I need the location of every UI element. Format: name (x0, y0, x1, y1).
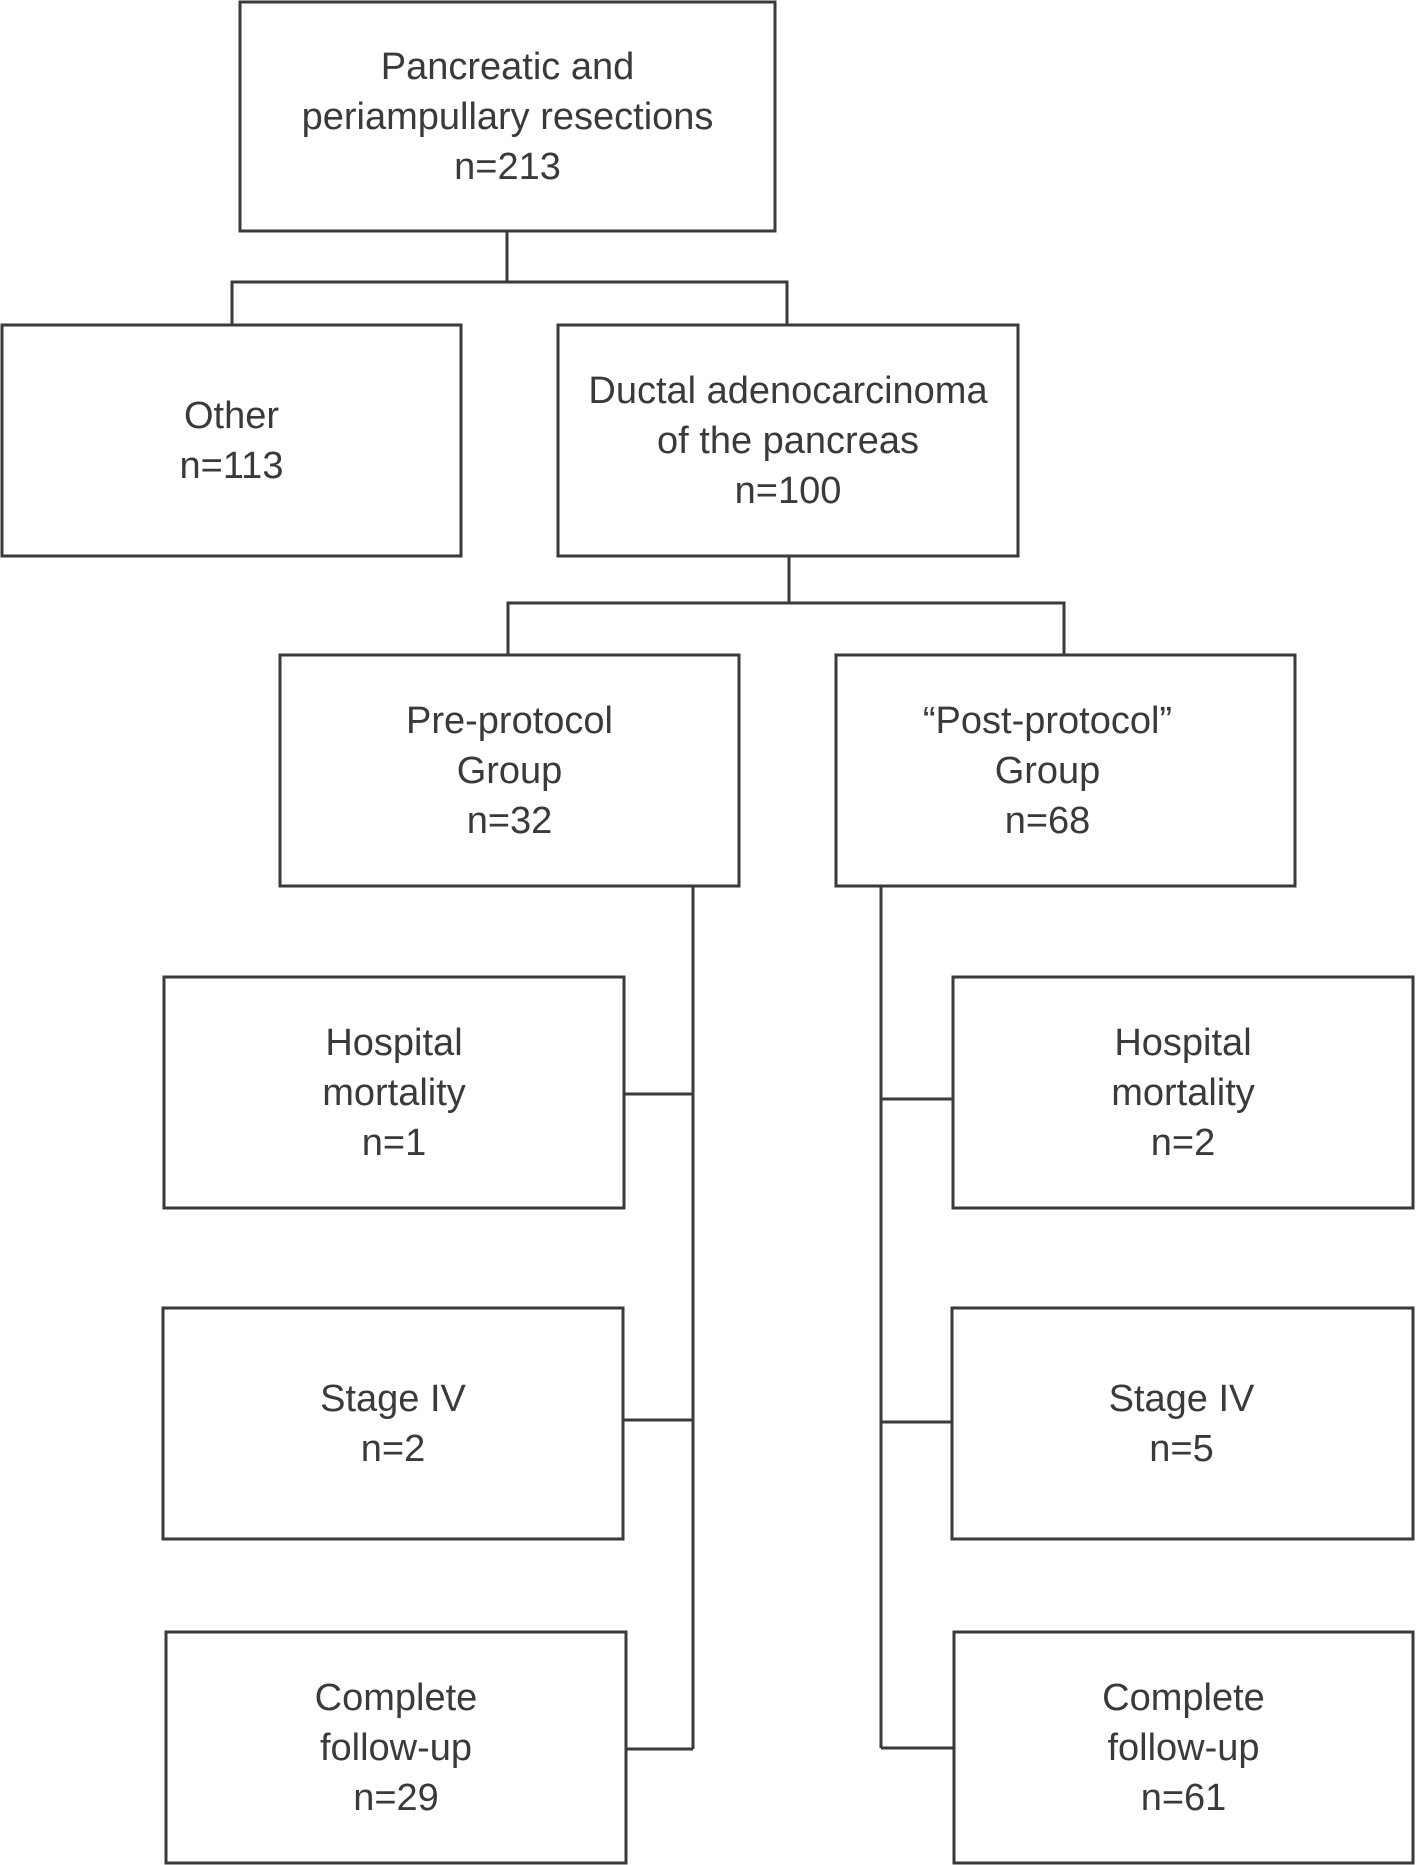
node-post-stage-line-1: Stage IV (1109, 1378, 1255, 1420)
node-pre-group-line-1: Pre-protocol (406, 700, 613, 742)
node-post-mortality-line-1: Hospital (1114, 1022, 1251, 1064)
node-root-line-2: periampullary resections (302, 96, 714, 138)
node-pre-followup-line-3: n=29 (353, 1777, 439, 1819)
node-post-group-line-3: n=68 (1005, 800, 1091, 842)
node-pre-group-line-2: Group (457, 750, 563, 792)
connector-ductal-branches (506, 601, 1066, 654)
node-post-group: “Post-protocol” Group n=68 (834, 653, 1297, 888)
node-root: Pancreatic and periampullary resections … (238, 0, 777, 233)
node-post-followup: Complete follow-up n=61 (952, 1630, 1415, 1865)
node-post-group-line-1: “Post-protocol” (923, 700, 1172, 742)
node-pre-stage: Stage IV n=2 (161, 1306, 625, 1541)
connector-root-branches (230, 280, 789, 328)
node-root-line-1: Pancreatic and (381, 46, 635, 88)
node-pre-mortality-line-2: mortality (322, 1072, 466, 1114)
node-ductal-line-3: n=100 (735, 470, 842, 512)
node-post-followup-line-2: follow-up (1107, 1727, 1259, 1769)
node-pre-group: Pre-protocol Group n=32 (278, 653, 741, 888)
node-pre-followup-line-2: follow-up (320, 1727, 472, 1769)
node-post-mortality: Hospital mortality n=2 (951, 975, 1415, 1210)
node-root-line-3: n=213 (454, 146, 561, 188)
node-post-followup-line-3: n=61 (1141, 1777, 1227, 1819)
node-ductal-line-1: Ductal adenocarcinoma (588, 370, 988, 412)
node-pre-mortality: Hospital mortality n=1 (162, 975, 626, 1210)
node-post-stage: Stage IV n=5 (950, 1306, 1415, 1541)
node-post-stage-line-2: n=5 (1149, 1428, 1213, 1470)
node-pre-mortality-line-3: n=1 (362, 1122, 426, 1164)
node-pre-mortality-line-1: Hospital (325, 1022, 462, 1064)
node-post-mortality-line-3: n=2 (1151, 1122, 1215, 1164)
node-pre-group-line-3: n=32 (467, 800, 553, 842)
node-ductal-line-2: of the pancreas (657, 420, 919, 462)
node-other: Other n=113 (0, 323, 463, 558)
connectors (230, 232, 1066, 1751)
node-post-followup-line-1: Complete (1102, 1677, 1265, 1719)
node-other-line-2: n=113 (180, 445, 284, 487)
node-other-line-1: Other (184, 395, 279, 437)
node-post-group-line-2: Group (995, 750, 1101, 792)
node-pre-followup: Complete follow-up n=29 (164, 1630, 628, 1865)
node-pre-stage-line-2: n=2 (361, 1428, 425, 1470)
node-post-mortality-line-2: mortality (1111, 1072, 1255, 1114)
node-pre-followup-line-1: Complete (315, 1677, 478, 1719)
node-pre-stage-line-1: Stage IV (320, 1378, 466, 1420)
node-ductal: Ductal adenocarcinoma of the pancreas n=… (556, 323, 1020, 558)
